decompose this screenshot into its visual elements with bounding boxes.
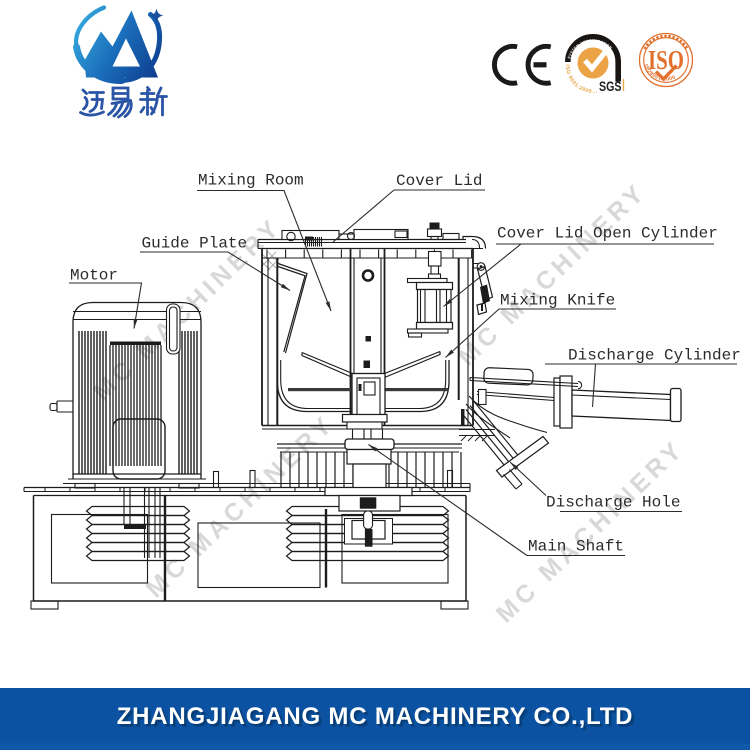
svg-text:Guide Plate: Guide Plate [142,235,248,253]
svg-text:ISO: ISO [648,45,684,75]
svg-text:ZHANGJIAGANG MC MACHINERY CO.,: ZHANGJIAGANG MC MACHINERY CO.,LTD [119,705,636,732]
svg-text:Main Shaft: Main Shaft [528,538,624,556]
svg-text:ZHANGJIAGANG MC MACHINERY CO.,: ZHANGJIAGANG MC MACHINERY CO.,LTD [117,703,634,730]
svg-text:Cover Lid Open Cylinder: Cover Lid Open Cylinder [497,225,718,243]
svg-text:SGS: SGS [599,79,622,94]
svg-text:Motor: Motor [70,267,118,285]
svg-text:Discharge Cylinder: Discharge Cylinder [568,347,741,365]
svg-text:Cover Lid: Cover Lid [396,172,482,190]
svg-text:Discharge Hole: Discharge Hole [546,494,680,512]
svg-text:ZHANGJIAGANG MC MACHINERY CO.,: ZHANGJIAGANG MC MACHINERY CO.,LTD [120,706,637,733]
svg-text:Mixing Room: Mixing Room [198,172,304,190]
svg-text:Mixing Knife: Mixing Knife [500,292,615,310]
